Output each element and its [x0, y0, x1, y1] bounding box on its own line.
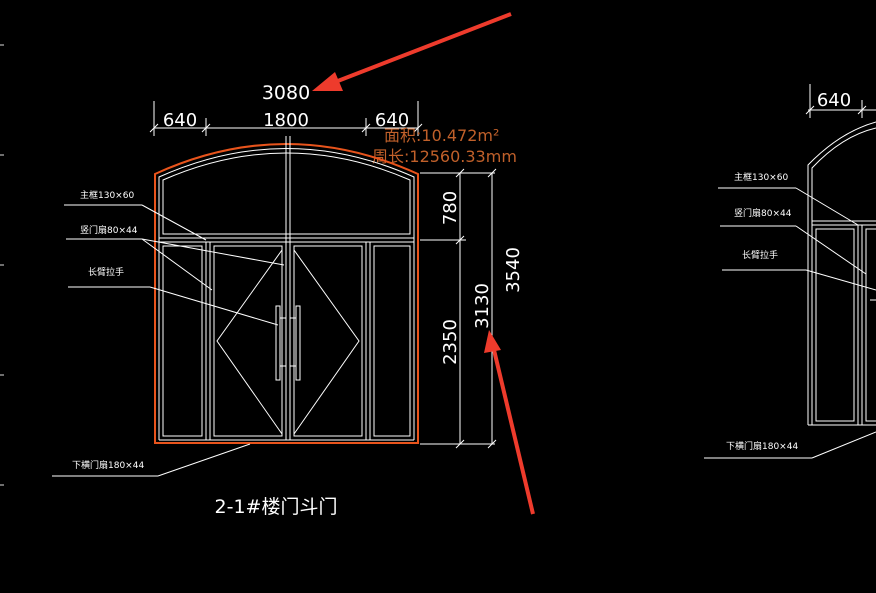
- red-arrow-top: [312, 12, 512, 91]
- dim-v-total: 3540: [503, 247, 524, 293]
- dim-seg-left: 640: [163, 110, 197, 131]
- long-pull-handle-icon: [275, 305, 301, 381]
- callout-leaders: [52, 204, 285, 477]
- dim-seg-mid: 1800: [263, 110, 309, 131]
- callout-main-frame: 主框130×60: [80, 189, 134, 201]
- door-frame: [158, 136, 415, 441]
- perimeter-readout: 周长:12560.33mm: [372, 147, 517, 166]
- area-readout: 面积:10.472m²: [384, 126, 499, 145]
- right-callout-main-frame: 主框130×60: [734, 171, 788, 183]
- callout-vertical-sash: 竖门扇80×44: [80, 224, 138, 236]
- dim-overall-width: 3080: [262, 82, 310, 104]
- door-elevation-right[interactable]: 640 主框130×60 竖门扇80×44 长臂拉手 下横门扇180×4: [704, 84, 876, 459]
- selected-outline[interactable]: [154, 143, 419, 444]
- right-door-frame: [807, 121, 876, 426]
- right-callout-leaders: [704, 187, 876, 459]
- right-dim-seg-left: 640: [817, 90, 851, 111]
- dim-chain-top: [149, 101, 423, 136]
- drawing-title: 2-1#楼门斗门: [215, 496, 338, 518]
- dim-v-door: 3130: [472, 283, 493, 329]
- dim-v-bottom: 2350: [440, 319, 461, 365]
- red-arrow-bottom: [484, 330, 535, 515]
- viewport-edge-ticks: [0, 44, 4, 486]
- right-callout-vertical-sash: 竖门扇80×44: [734, 207, 792, 219]
- dim-seg-right: 640: [375, 110, 409, 131]
- callout-bottom-rail: 下横门扇180×44: [72, 459, 144, 471]
- door-elevation-left[interactable]: 3080 640 1800 640 面积:10.472m² 周长:12560.3…: [52, 82, 524, 518]
- callout-pull-handle: 长臂拉手: [88, 266, 124, 278]
- right-dim-chain: [805, 84, 876, 118]
- right-callout-pull-handle: 长臂拉手: [742, 249, 778, 261]
- right-callout-bottom-rail: 下横门扇180×44: [726, 440, 798, 452]
- dim-v-top: 780: [440, 191, 461, 225]
- dim-chain-vertical: [420, 168, 497, 449]
